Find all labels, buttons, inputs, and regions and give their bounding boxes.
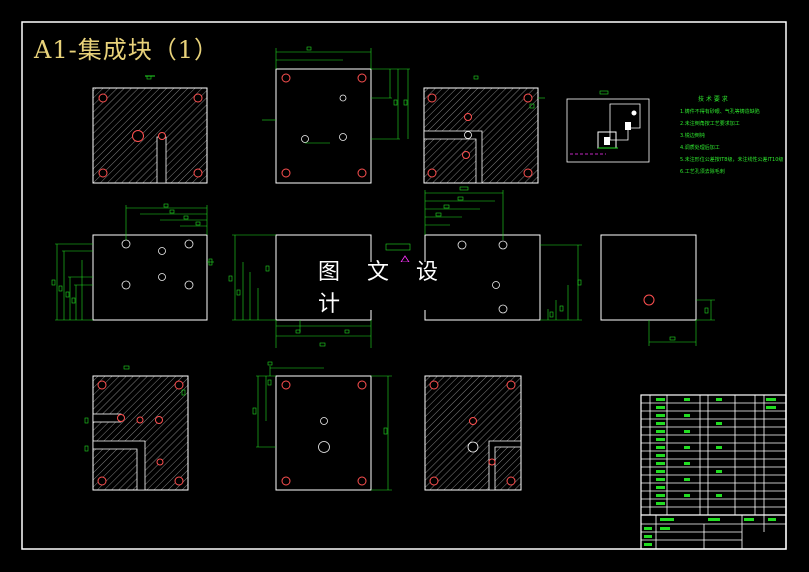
title-block-text-marks [644, 398, 776, 546]
plan-view-middle-left [51, 203, 214, 321]
tech-requirement-item: 2.未注倒角按工艺要求加工 [680, 121, 740, 127]
plan-view-middle-far-right [600, 234, 715, 346]
section-view-top-left [92, 75, 208, 184]
plan-view-top-center [262, 46, 410, 184]
assembly-iso-view [566, 90, 650, 163]
section-view-top-right [423, 75, 545, 191]
section-view-bottom-right [424, 375, 522, 491]
tech-requirement-item: 5.未注形位公差按IT8级，未注线性公差IT10级 [680, 157, 784, 163]
tech-requirement-item: 1.铸件不得有砂眼、气孔等铸造缺陷 [680, 109, 760, 115]
technical-requirements: 技 术 要 求 1.铸件不得有砂眼、气孔等铸造缺陷 2.未注倒角按工艺要求加工 … [680, 94, 783, 178]
section-view-bottom-left [84, 365, 189, 491]
drawing-border [21, 21, 787, 550]
tech-requirement-item: 4.调质处理后加工 [680, 145, 720, 151]
tech-requirement-item: 6.工艺孔须去除毛刺 [680, 169, 725, 175]
title-block [640, 394, 787, 550]
tech-requirements-heading: 技 术 要 求 [698, 96, 728, 103]
tech-requirement-item: 3.锐边倒钝 [680, 133, 705, 139]
plan-view-bottom-center [252, 361, 392, 491]
watermark-label: 图 文 设 计 [318, 260, 486, 317]
drawing-title: A1-集成块（1） [34, 36, 219, 64]
plan-view-middle-right [424, 190, 582, 321]
